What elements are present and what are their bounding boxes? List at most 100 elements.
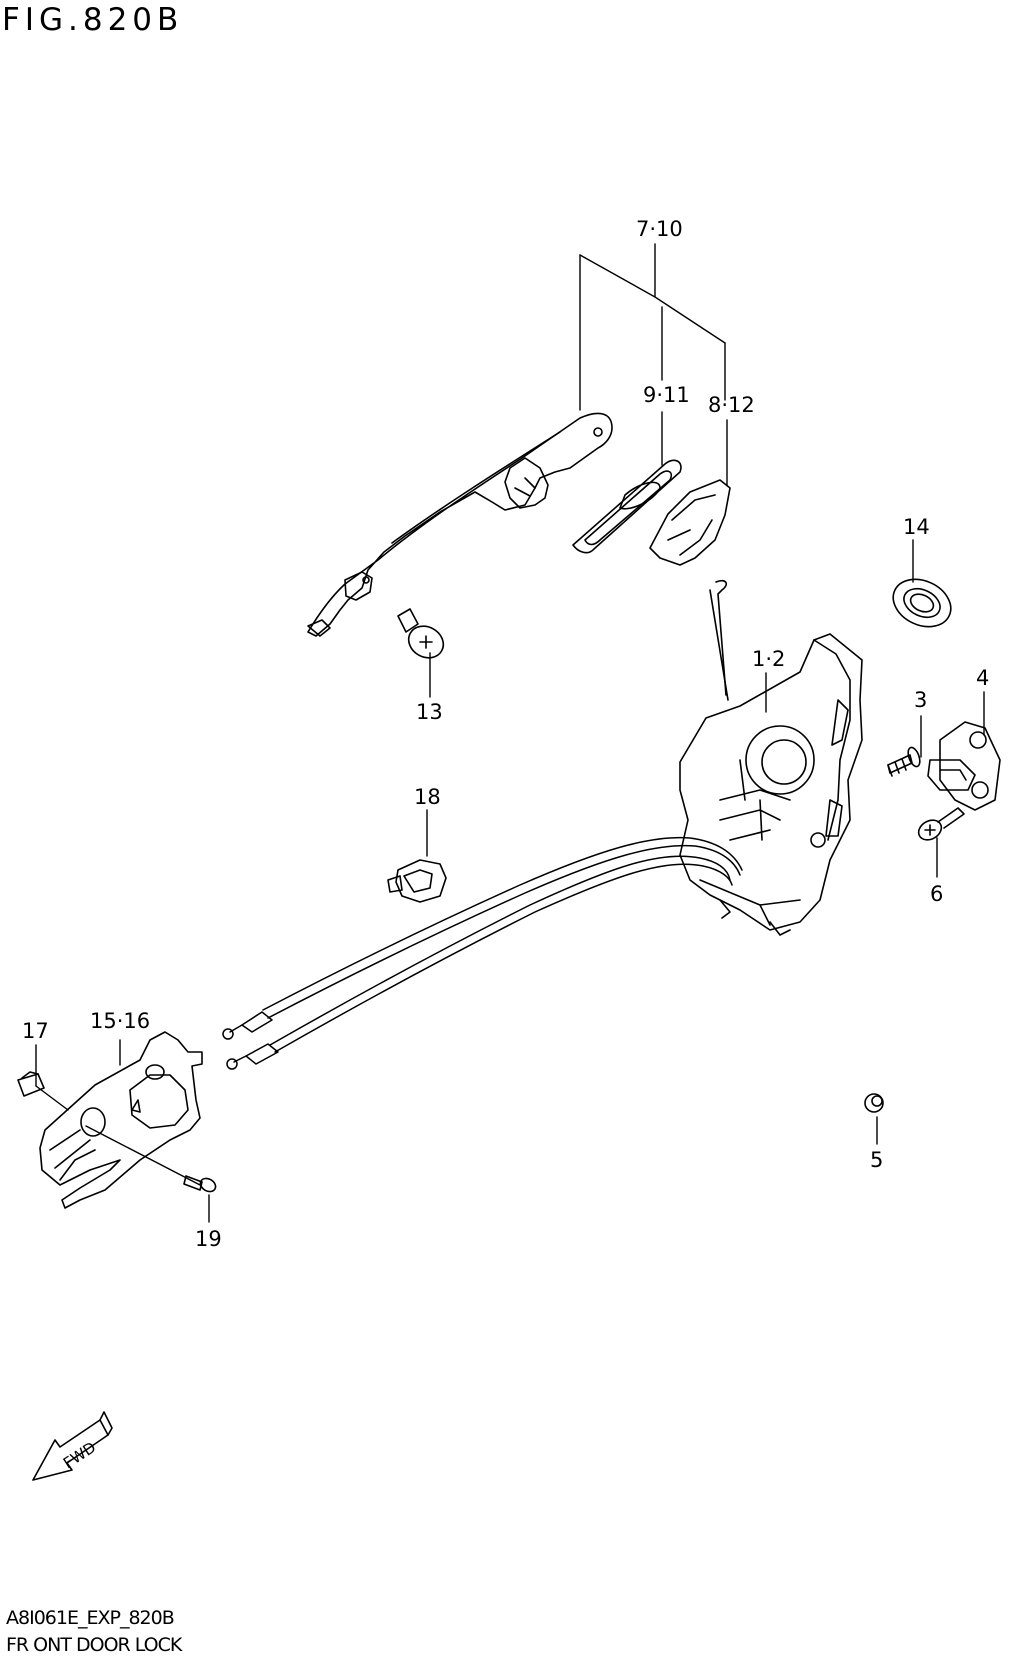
inside-handle-hole bbox=[80, 1107, 106, 1137]
cable-lower-a bbox=[269, 855, 731, 1046]
lock-rod-2 bbox=[709, 589, 729, 701]
inside-handle-detail bbox=[131, 1099, 141, 1113]
label-part-18: 18 bbox=[414, 785, 441, 809]
grommet-outer bbox=[892, 578, 952, 628]
part-labels: 7·10 9·11 8·12 14 13 1·2 3 4 18 6 17 15·… bbox=[22, 217, 989, 1251]
label-part-14: 14 bbox=[903, 515, 930, 539]
screw-19-shank bbox=[183, 1175, 203, 1191]
striker-plate bbox=[939, 721, 1001, 811]
nut-outer bbox=[864, 1093, 884, 1113]
figure-title: FIG.820B bbox=[2, 2, 184, 38]
drawing-code: A8I061E_EXP_820B bbox=[6, 1607, 175, 1629]
screw-3-head bbox=[907, 746, 921, 768]
fwd-arrow-depth bbox=[99, 1411, 113, 1436]
lock-side-features bbox=[825, 699, 849, 837]
lock-grid bbox=[719, 759, 791, 841]
door-lock-assembly bbox=[679, 579, 863, 936]
outside-door-handle bbox=[307, 412, 613, 637]
leader-17-end bbox=[35, 1085, 69, 1111]
cable-ball-upper bbox=[222, 1028, 234, 1040]
clip-tab bbox=[387, 875, 403, 893]
label-part-17: 17 bbox=[22, 1019, 49, 1043]
handle-gasket-front bbox=[572, 459, 682, 554]
inside-handle-lever bbox=[129, 1074, 189, 1129]
handle-body bbox=[307, 412, 613, 637]
label-part-1-2: 1·2 bbox=[752, 647, 785, 671]
screw-19 bbox=[183, 1175, 217, 1193]
cable-lower-b bbox=[274, 863, 733, 1053]
leader-19-screw bbox=[85, 1125, 201, 1186]
lock-cylinder-outer bbox=[745, 725, 815, 795]
label-part-13: 13 bbox=[416, 700, 443, 724]
handle-gasket-rear bbox=[649, 479, 731, 566]
striker-hole-top bbox=[969, 731, 987, 749]
screw-6-head bbox=[917, 819, 943, 841]
handle-front-hole bbox=[362, 576, 370, 584]
cable-end-lower bbox=[245, 1043, 279, 1065]
screw-6-shank bbox=[937, 807, 965, 829]
clip-inner bbox=[403, 869, 433, 893]
bolt bbox=[397, 608, 445, 659]
screw-6-cross bbox=[924, 824, 936, 836]
label-part-8-12: 8·12 bbox=[708, 393, 755, 417]
leader-7-10-branch bbox=[579, 254, 726, 344]
screw-6 bbox=[917, 807, 965, 841]
label-part-6: 6 bbox=[930, 882, 943, 906]
fwd-arrow: FWD bbox=[32, 1411, 113, 1481]
screw-3 bbox=[887, 746, 921, 777]
nut bbox=[864, 1093, 884, 1113]
figure-caption: FR ONT DOOR LOCK bbox=[6, 1634, 182, 1656]
grommet-inner bbox=[903, 587, 941, 619]
inside-handle-ribs bbox=[49, 1129, 96, 1181]
screw-3-thread bbox=[887, 758, 907, 777]
cable-clip bbox=[387, 859, 447, 903]
striker-hole-bottom bbox=[971, 781, 989, 799]
handle-crease bbox=[391, 431, 561, 544]
gasket-inner bbox=[584, 470, 673, 546]
cap-top bbox=[21, 1071, 39, 1079]
lock-cables bbox=[222, 836, 743, 1070]
gasket-outline bbox=[572, 459, 682, 554]
lock-housing bbox=[679, 633, 863, 931]
inside-door-handle bbox=[39, 1031, 203, 1209]
clip-body bbox=[395, 859, 447, 903]
grommet bbox=[892, 578, 952, 628]
nut-inner bbox=[871, 1095, 883, 1107]
lock-tabs bbox=[719, 899, 791, 936]
bolt-head bbox=[407, 625, 445, 659]
label-part-15-16: 15·16 bbox=[90, 1009, 150, 1033]
lock-cylinder-inner bbox=[761, 739, 807, 785]
bolt-shank bbox=[397, 608, 419, 633]
bolt-cross bbox=[419, 635, 433, 649]
lock-edge bbox=[813, 639, 851, 841]
fwd-arrow-shape bbox=[32, 1419, 109, 1481]
striker-loop-inner bbox=[939, 769, 967, 781]
handle-rear-detail bbox=[514, 477, 536, 497]
lock-base bbox=[699, 879, 801, 926]
gasket-rear-detail bbox=[667, 494, 716, 556]
cap-body bbox=[17, 1073, 45, 1097]
label-part-4: 4 bbox=[976, 666, 989, 690]
gasket-rear-outline bbox=[649, 479, 731, 566]
cap bbox=[17, 1071, 45, 1097]
handle-rear-mechanism bbox=[504, 457, 549, 509]
cable-ball-lower bbox=[226, 1058, 238, 1070]
striker-loop bbox=[927, 759, 976, 791]
lock-rod bbox=[715, 579, 728, 696]
handle-front-mount bbox=[344, 571, 373, 601]
label-part-5: 5 bbox=[870, 1148, 883, 1172]
label-part-9-11: 9·11 bbox=[643, 383, 690, 407]
label-part-19: 19 bbox=[195, 1227, 222, 1251]
lock-pivot bbox=[810, 832, 826, 848]
handle-front-tab bbox=[307, 619, 331, 637]
cable-upper-b bbox=[267, 844, 741, 1019]
inside-handle-pivot bbox=[145, 1064, 165, 1080]
gasket-oval bbox=[619, 481, 661, 510]
label-part-7-10: 7·10 bbox=[636, 217, 683, 241]
leader-lines bbox=[35, 243, 985, 1223]
door-striker bbox=[927, 721, 1001, 811]
handle-hole bbox=[593, 427, 603, 437]
cable-upper-a bbox=[262, 836, 743, 1011]
grommet-hole bbox=[909, 593, 935, 613]
